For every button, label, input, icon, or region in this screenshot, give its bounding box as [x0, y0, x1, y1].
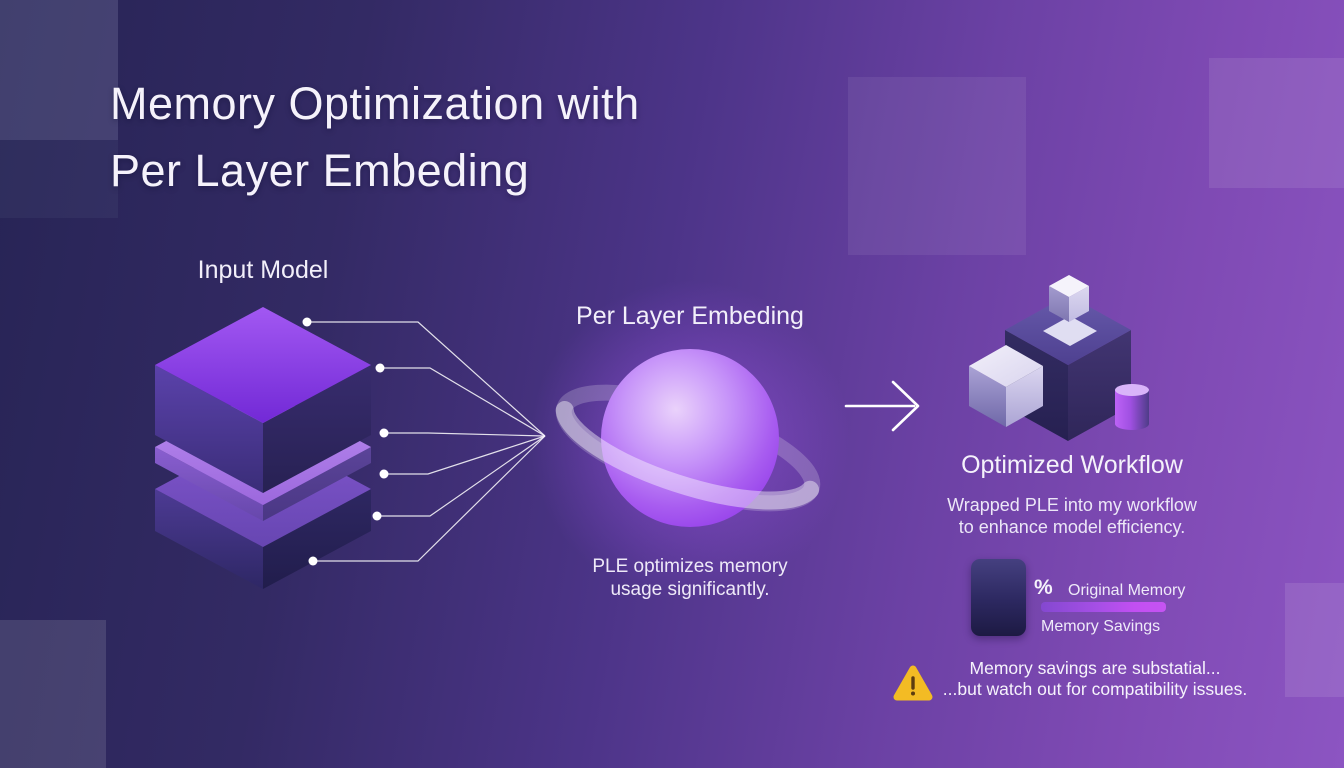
page-title: Memory Optimization with Per Layer Embed…	[110, 70, 830, 204]
ple-caption: PLE optimizes memory usage significantly…	[555, 555, 825, 601]
workflow-description: Wrapped PLE into my workflow to enhance …	[922, 494, 1222, 538]
page-title-line-1: Memory Optimization with	[110, 78, 640, 129]
deco-square-top-left-1	[0, 0, 118, 140]
deco-square-top-right-2	[1209, 58, 1344, 188]
deco-square-top-right-1	[848, 77, 1026, 255]
warning-note: Memory savings are substatial... ...but …	[928, 658, 1262, 700]
workflow-cubes-illustration	[969, 275, 1149, 441]
sphere-ring-front	[555, 401, 820, 510]
ple-caption-line-1: PLE optimizes memory	[592, 556, 788, 577]
layer-connector-lines	[307, 321, 546, 562]
memory-savings-label: Memory Savings	[1041, 618, 1161, 635]
workflow-description-line-2: to enhance model efficiency.	[958, 517, 1186, 537]
workflow-description-line-1: Wrapped PLE into my workflow	[947, 495, 1197, 515]
memory-savings-gradient-bar	[1041, 602, 1166, 612]
deco-square-top-left-2	[0, 140, 118, 218]
warning-note-line-2: ...but watch out for compatibility issue…	[942, 679, 1248, 699]
deco-square-bottom-left	[0, 620, 106, 768]
warning-note-line-1: Memory savings are substatial...	[969, 658, 1221, 678]
page-title-line-2: Per Layer Embeding	[110, 145, 530, 196]
layer-connector-dots	[302, 317, 389, 566]
input-model-stack-illustration	[155, 307, 371, 589]
warning-icon	[893, 665, 933, 701]
right-arrow-icon	[844, 380, 920, 432]
sphere	[601, 349, 779, 527]
memory-legend-chip	[971, 559, 1026, 636]
percent-symbol: %	[1034, 576, 1053, 599]
input-model-label: Input Model	[197, 256, 329, 284]
ple-caption-line-2: usage significantly.	[610, 579, 770, 600]
deco-square-bottom-right	[1285, 583, 1344, 697]
cylinder	[1115, 390, 1149, 430]
ple-heading: Per Layer Embeding	[576, 302, 804, 330]
original-memory-label: Original Memory	[1068, 582, 1186, 599]
workflow-heading: Optimized Workflow	[961, 451, 1183, 479]
sphere-ring-back	[555, 384, 821, 512]
